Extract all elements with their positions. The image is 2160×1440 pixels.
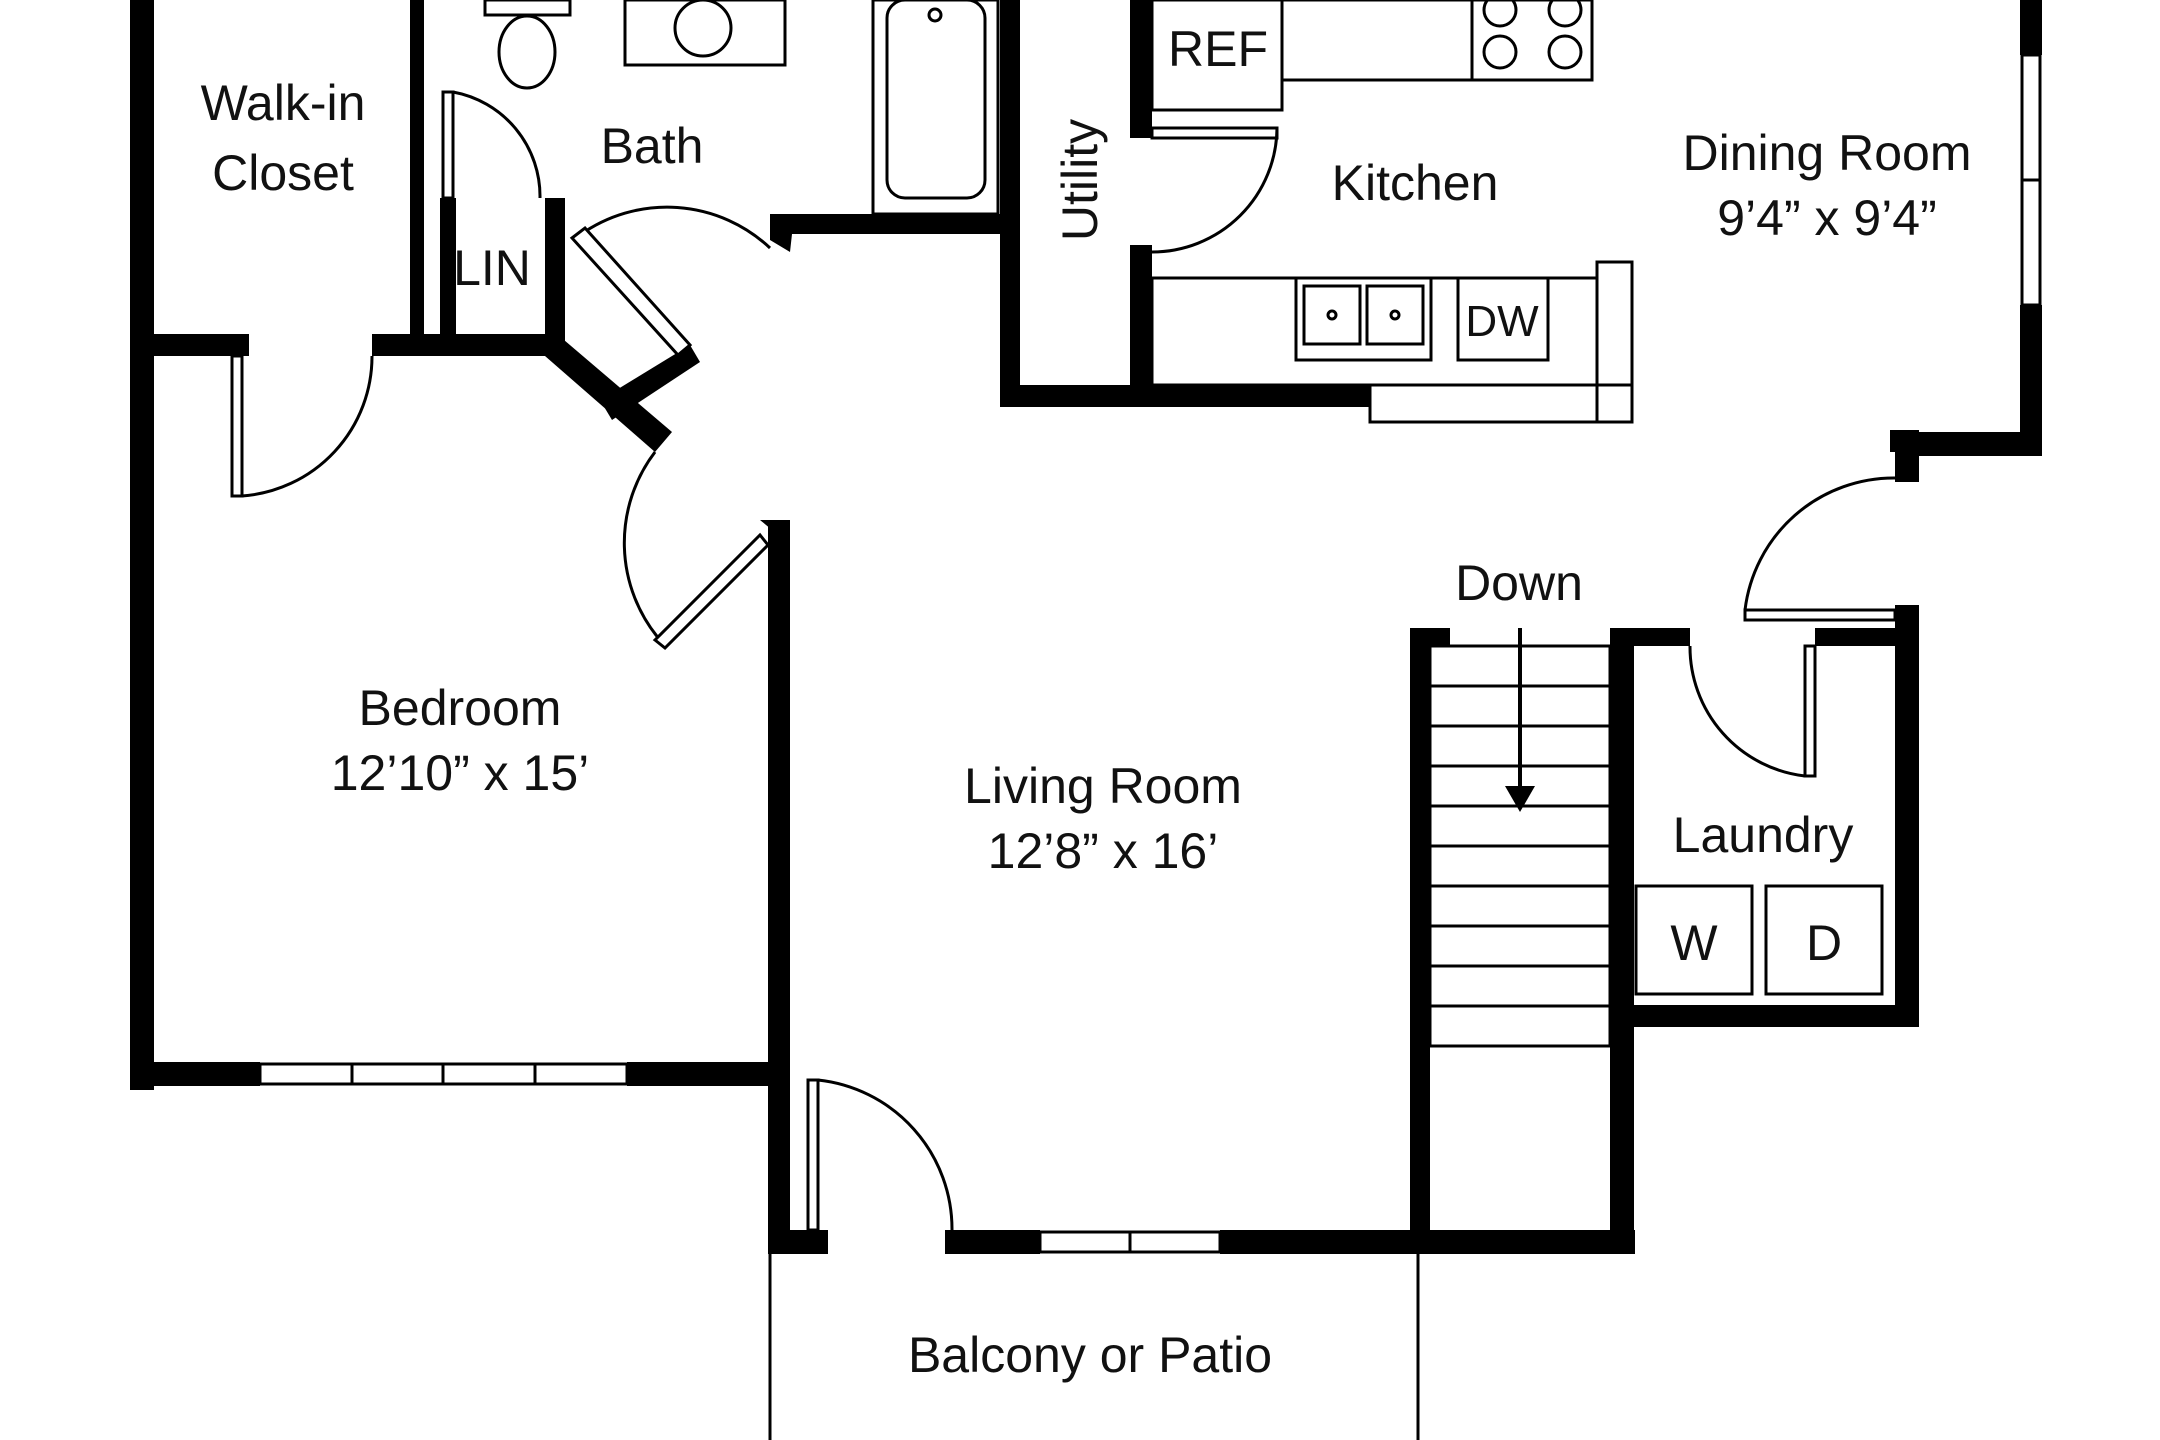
walls xyxy=(130,0,2042,1254)
walk-in-closet-label-1: Walk-in xyxy=(201,75,366,131)
stairs-down-label: Down xyxy=(1455,555,1583,611)
bedroom-label: Bedroom xyxy=(359,680,562,736)
balcony-label: Balcony or Patio xyxy=(908,1327,1272,1383)
bedroom-size: 12’10” x 15’ xyxy=(331,745,590,801)
laundry-label: Laundry xyxy=(1673,807,1854,863)
utility-label: Utility xyxy=(1052,119,1108,241)
balcony-outline xyxy=(768,1254,1420,1440)
kitchen-fixtures xyxy=(1150,0,1634,424)
refrigerator-label: REF xyxy=(1168,21,1268,77)
walk-in-closet-label-2: Closet xyxy=(212,145,354,201)
stairs xyxy=(1428,628,1612,1048)
dining-room-size: 9’4” x 9’4” xyxy=(1717,190,1937,246)
down-arrow-head-icon xyxy=(1505,786,1535,812)
bath-fixtures xyxy=(483,0,1000,216)
living-room-size: 12’8” x 16’ xyxy=(988,823,1219,879)
linen-label: LIN xyxy=(453,240,531,296)
laundry-fixtures xyxy=(1634,884,1884,996)
living-room-label: Living Room xyxy=(964,758,1242,814)
windows xyxy=(258,53,2042,1254)
dishwasher-label: DW xyxy=(1465,297,1539,346)
dryer-label: D xyxy=(1806,915,1842,971)
kitchen-label: Kitchen xyxy=(1332,155,1499,211)
washer-label: W xyxy=(1670,915,1718,971)
dining-room-label: Dining Room xyxy=(1682,125,1971,181)
doors xyxy=(230,90,1897,1232)
bath-label: Bath xyxy=(601,118,704,174)
